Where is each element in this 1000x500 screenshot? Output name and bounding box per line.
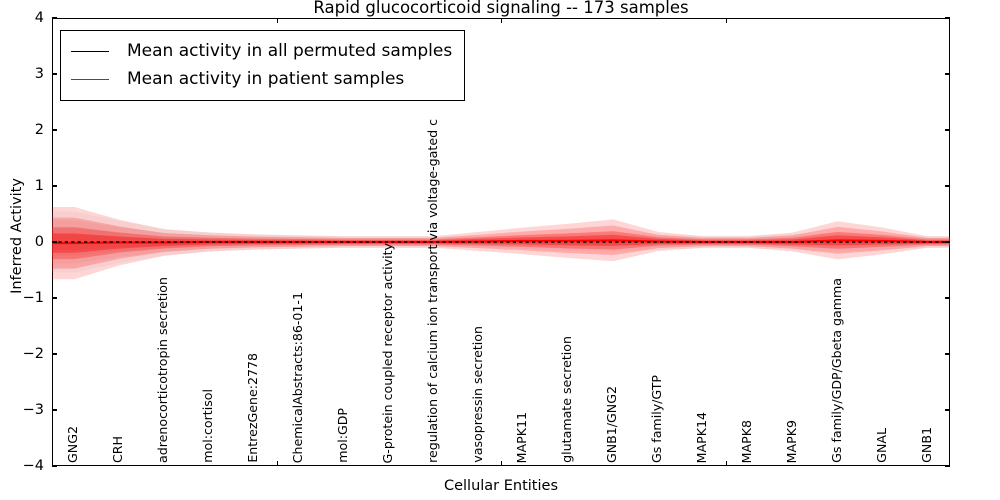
y-axis-title: Inferred Activity <box>9 178 25 294</box>
legend-entry-patient: Mean activity in patient samples <box>71 65 452 93</box>
chart-legend: Mean activity in all permuted samples Me… <box>60 30 466 101</box>
x-tick-label: GNB1/GNG2 <box>604 385 620 463</box>
x-tick-label: Gs family/GDP/Gbeta gamma <box>828 278 844 463</box>
y-tick-label: 4 <box>34 10 44 26</box>
x-tick-label: mol:GDP <box>334 408 350 463</box>
x-tick-mark <box>276 461 278 466</box>
x-tick-mark-top <box>725 18 727 23</box>
x-tick-label: GNG2 <box>65 426 81 463</box>
confidence-band <box>52 206 950 280</box>
confidence-band <box>52 227 950 260</box>
legend-entry-permuted: Mean activity in all permuted samples <box>71 37 452 65</box>
x-tick-mark-top <box>501 18 503 23</box>
x-tick-label: G-protein coupled receptor activity <box>379 242 395 463</box>
confidence-band <box>52 233 950 253</box>
y-tick-label: 3 <box>34 66 44 82</box>
x-tick-label: mol:cortisol <box>200 389 216 463</box>
y-tick-label: −3 <box>22 402 44 418</box>
x-tick-label: ChemicalAbstracts:86-01-1 <box>289 291 305 463</box>
x-tick-mark <box>501 461 503 466</box>
x-tick-label: vasopressin secretion <box>469 326 485 463</box>
y-tick-label: −4 <box>22 458 44 474</box>
x-tick-label: glutamate secretion <box>559 336 575 463</box>
x-tick-label: Gs family/GTP <box>649 374 665 463</box>
x-tick-label: adrenocorticotropin secretion <box>155 277 171 463</box>
x-axis-title: Cellular Entities <box>443 478 559 494</box>
data-band-plot <box>52 206 950 280</box>
x-tick-label: CRH <box>110 435 126 463</box>
x-tick-label: regulation of calcium ion transport via … <box>424 119 440 463</box>
x-tick-label: MAPK11 <box>514 411 530 463</box>
y-tick-label: −2 <box>22 346 44 362</box>
x-tick-label: EntrezGene:2778 <box>245 353 261 463</box>
x-tick-mark-top <box>276 18 278 23</box>
confidence-band <box>52 217 950 269</box>
x-tick-label: MAPK9 <box>783 419 799 463</box>
x-tick-label: GNAL <box>873 428 889 463</box>
legend-line-swatch-patient <box>71 78 109 80</box>
x-tick-label: MAPK14 <box>694 411 710 463</box>
x-tick-mark <box>725 461 727 466</box>
legend-label-permuted: Mean activity in all permuted samples <box>127 41 453 61</box>
legend-label-patient: Mean activity in patient samples <box>127 69 405 89</box>
x-tick-label: MAPK8 <box>738 419 754 463</box>
chart-title: Rapid glucocorticoid signaling -- 173 sa… <box>313 0 689 17</box>
legend-line-swatch-permuted <box>71 50 109 52</box>
x-tick-label: GNB1 <box>918 427 934 463</box>
y-tick-label: 2 <box>34 122 44 138</box>
